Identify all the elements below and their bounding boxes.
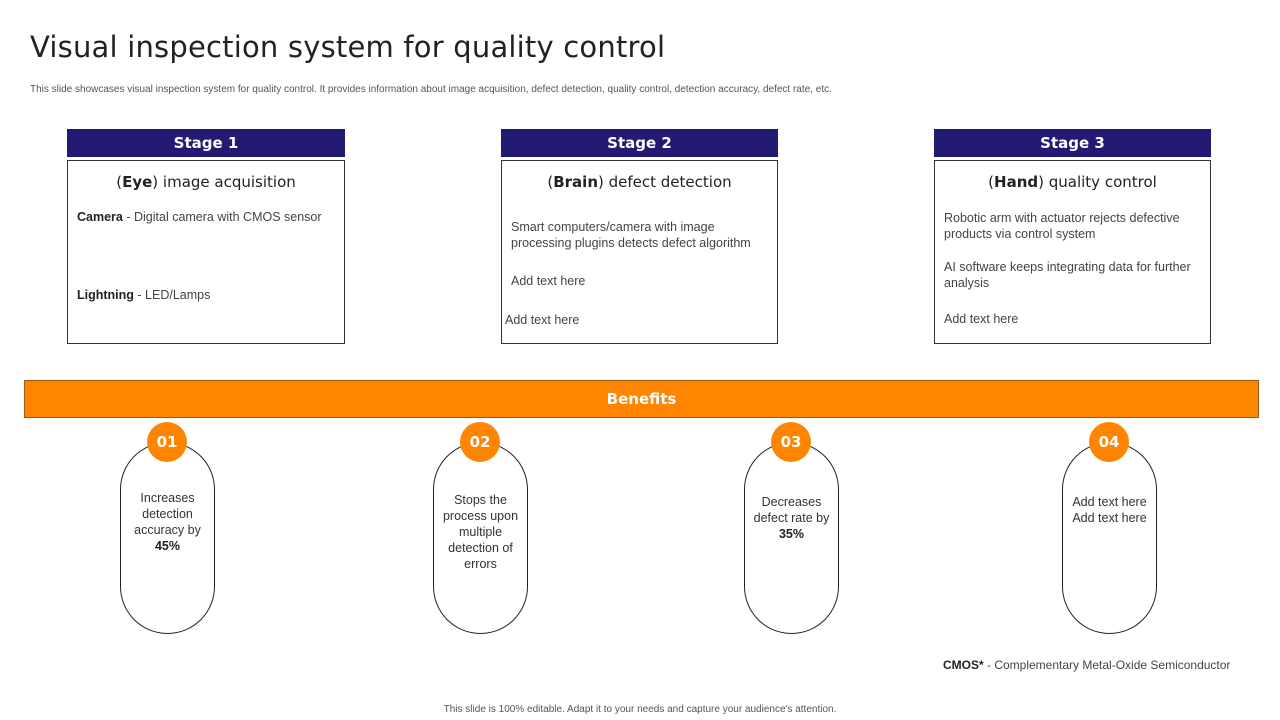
stage-card-1: Stage 1 (Eye) image acquisition Camera -… [67,129,345,344]
footnote: CMOS* - Complementary Metal-Oxide Semico… [943,658,1231,672]
benefit-number-badge: 04 [1089,422,1129,462]
stage-header: Stage 3 [934,129,1211,157]
stage-item: Camera - Digital camera with CMOS sensor [77,210,322,224]
benefit-number-badge: 01 [147,422,187,462]
footer-note: This slide is 100% editable. Adapt it to… [443,704,837,715]
benefit-number-badge: 03 [771,422,811,462]
stage-header: Stage 1 [67,129,345,157]
stage-header: Stage 2 [501,129,778,157]
page-title: Visual inspection system for quality con… [30,30,666,64]
benefit-pill-2: Stops the process upon multiple detectio… [433,442,528,634]
stage-item: Lightning - LED/Lamps [77,288,211,302]
stage-card-3: Stage 3 (Hand) quality control Robotic a… [934,129,1211,344]
stage-subtitle: (Eye) image acquisition [116,173,296,191]
stage-item: Add text here [944,312,1019,326]
stage-body: (Hand) quality control Robotic arm with … [934,160,1211,344]
stage-item: Robotic arm with actuator rejects defect… [944,211,1180,241]
stage-item: Add text here [505,313,580,327]
benefit-pill-4: Add text here Add text here [1062,442,1157,634]
stage-item: AI software keeps integrating data for f… [944,260,1191,290]
page-subtitle: This slide showcases visual inspection s… [30,84,832,95]
stage-card-2: Stage 2 (Brain) defect detection Smart c… [501,129,778,344]
benefit-text: Stops the process upon multiple detectio… [442,493,519,571]
benefit-number-badge: 02 [460,422,500,462]
stage-body: (Brain) defect detection Smart computers… [501,160,778,344]
stage-body: (Eye) image acquisition Camera - Digital… [67,160,345,344]
benefit-text: Decreases defect rate by 35% [753,495,830,541]
stage-item: Smart computers/camera with image proces… [511,220,751,250]
stage-subtitle: (Brain) defect detection [547,173,732,191]
benefits-bar: Benefits [24,380,1259,418]
benefit-pill-3: Decreases defect rate by 35% [744,442,839,634]
benefit-text: Add text here Add text here [1072,495,1147,525]
stage-item: Add text here [511,274,586,288]
stage-subtitle: (Hand) quality control [988,173,1157,191]
